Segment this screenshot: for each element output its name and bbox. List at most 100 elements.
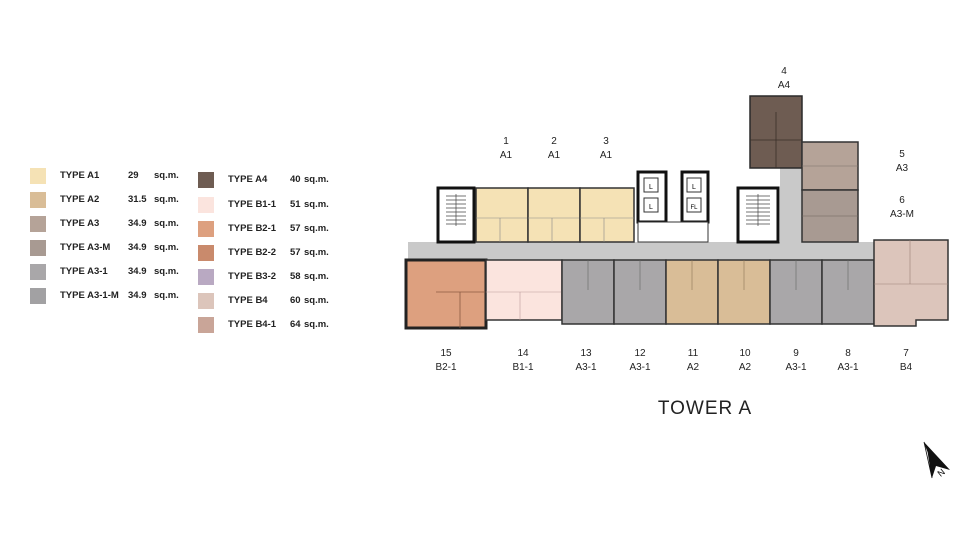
stair-right bbox=[736, 186, 780, 244]
compass-letter: N bbox=[935, 467, 946, 479]
unit-1-a1 bbox=[475, 187, 529, 243]
unit-type: A1 bbox=[547, 150, 561, 161]
unit-9-a3-1 bbox=[769, 259, 823, 325]
legend-item-b3-2: TYPE B3-2 58 sq.m. bbox=[198, 267, 338, 287]
legend-type: TYPE B1-1 bbox=[228, 199, 277, 210]
lift-label: L bbox=[692, 184, 696, 191]
unit-type: B1-1 bbox=[512, 362, 534, 373]
legend-item-a3: TYPE A3 34.9 sq.m. bbox=[30, 214, 190, 234]
legend-unit: sq.m. bbox=[154, 218, 179, 229]
legend-unit: sq.m. bbox=[304, 223, 329, 234]
legend-unit: sq.m. bbox=[304, 247, 329, 258]
legend-area: 40 bbox=[290, 174, 301, 185]
unit-number: 2 bbox=[551, 136, 557, 147]
legend-swatch bbox=[198, 172, 214, 188]
unit-2-a1 bbox=[527, 187, 581, 243]
unit-type: A1 bbox=[499, 150, 513, 161]
legend-type: TYPE B2-2 bbox=[228, 247, 277, 258]
unit-type: A1 bbox=[599, 150, 613, 161]
unit-label-2: 2 A1 bbox=[524, 135, 584, 163]
unit-number: 9 bbox=[793, 348, 799, 359]
legend-item-b2-2: TYPE B2-2 57 sq.m. bbox=[198, 243, 338, 263]
legend-item-a2: TYPE A2 31.5 sq.m. bbox=[30, 190, 190, 210]
legend-unit: sq.m. bbox=[304, 199, 329, 210]
unit-number: 6 bbox=[899, 195, 905, 206]
unit-label-15: 15 B2-1 bbox=[416, 347, 476, 375]
unit-number: 15 bbox=[440, 348, 452, 359]
unit-label-9: 9 A3-1 bbox=[766, 347, 826, 375]
legend-area: 64 bbox=[290, 319, 301, 330]
unit-number: 10 bbox=[739, 348, 751, 359]
legend-swatch bbox=[30, 192, 46, 208]
legend-type: TYPE A2 bbox=[60, 194, 100, 205]
unit-7-b4 bbox=[873, 239, 949, 327]
unit-number: 8 bbox=[845, 348, 851, 359]
legend-type: TYPE A4 bbox=[228, 174, 268, 185]
unit-label-12: 12 A3-1 bbox=[610, 347, 670, 375]
unit-13-a3-1 bbox=[561, 259, 615, 325]
unit-3-a1 bbox=[579, 187, 635, 243]
unit-11-a2 bbox=[665, 259, 719, 325]
unit-number: 14 bbox=[517, 348, 529, 359]
unit-type: A3-1 bbox=[575, 362, 597, 373]
unit-number: 13 bbox=[580, 348, 592, 359]
unit-type: B2-1 bbox=[435, 362, 457, 373]
unit-label-10: 10 A2 bbox=[715, 347, 775, 375]
unit-number: 5 bbox=[899, 149, 905, 160]
unit-number: 4 bbox=[781, 66, 787, 77]
unit-12-a3-1 bbox=[613, 259, 667, 325]
legend-swatch bbox=[30, 288, 46, 304]
legend-area: 31.5 bbox=[128, 194, 147, 205]
legend-swatch bbox=[198, 221, 214, 237]
legend-swatch bbox=[198, 197, 214, 213]
lift-core bbox=[636, 170, 710, 243]
legend-item-b1-1: TYPE B1-1 51 sq.m. bbox=[198, 195, 338, 215]
corridor bbox=[408, 242, 888, 260]
legend-unit: sq.m. bbox=[304, 174, 329, 185]
unit-number: 7 bbox=[903, 348, 909, 359]
lift-label: L bbox=[649, 184, 653, 191]
unit-15-b2-1 bbox=[404, 258, 488, 330]
unit-label-1: 1 A1 bbox=[476, 135, 536, 163]
legend-swatch bbox=[30, 264, 46, 280]
unit-5-a3 bbox=[801, 141, 859, 191]
unit-type: A3 bbox=[895, 163, 909, 174]
legend-area: 57 bbox=[290, 223, 301, 234]
unit-10-a2 bbox=[717, 259, 771, 325]
legend-area: 29 bbox=[128, 170, 139, 181]
legend-unit: sq.m. bbox=[154, 242, 179, 253]
unit-type: A3-1 bbox=[785, 362, 807, 373]
unit-8-a3-1 bbox=[821, 259, 875, 325]
legend-unit: sq.m. bbox=[154, 170, 179, 181]
legend-unit: sq.m. bbox=[304, 271, 329, 282]
unit-type: B4 bbox=[899, 362, 913, 373]
legend-type: TYPE A3 bbox=[60, 218, 100, 229]
legend-type: TYPE B3-2 bbox=[228, 271, 277, 282]
legend-unit: sq.m. bbox=[154, 194, 179, 205]
unit-type: A2 bbox=[686, 362, 700, 373]
unit-label-4: 4 A4 bbox=[754, 65, 814, 93]
legend-type: TYPE A3-1 bbox=[60, 266, 108, 277]
legend-area: 34.9 bbox=[128, 266, 147, 277]
legend-type: TYPE B4-1 bbox=[228, 319, 277, 330]
legend-swatch bbox=[30, 216, 46, 232]
corridor-vertical bbox=[780, 168, 802, 260]
legend-area: 60 bbox=[290, 295, 301, 306]
unit-number: 12 bbox=[634, 348, 646, 359]
tower-title: TOWER A bbox=[657, 398, 753, 419]
unit-type: A3-1 bbox=[629, 362, 651, 373]
unit-label-7: 7 B4 bbox=[876, 347, 936, 375]
legend-type: TYPE B2-1 bbox=[228, 223, 277, 234]
legend-type: TYPE A3-M bbox=[60, 242, 111, 253]
legend-swatch bbox=[198, 245, 214, 261]
fire-lift-label: FL bbox=[690, 205, 698, 211]
legend-type: TYPE A1 bbox=[60, 170, 100, 181]
legend-item-a3-1-m: TYPE A3-1-M 34.9 sq.m. bbox=[30, 286, 190, 306]
legend-unit: sq.m. bbox=[304, 295, 329, 306]
legend-area: 57 bbox=[290, 247, 301, 258]
legend-item-b4-1: TYPE B4-1 64 sq.m. bbox=[198, 315, 338, 335]
unit-6-a3-m bbox=[801, 189, 859, 243]
legend-area: 51 bbox=[290, 199, 301, 210]
unit-label-6: 6 A3-M bbox=[872, 194, 932, 222]
